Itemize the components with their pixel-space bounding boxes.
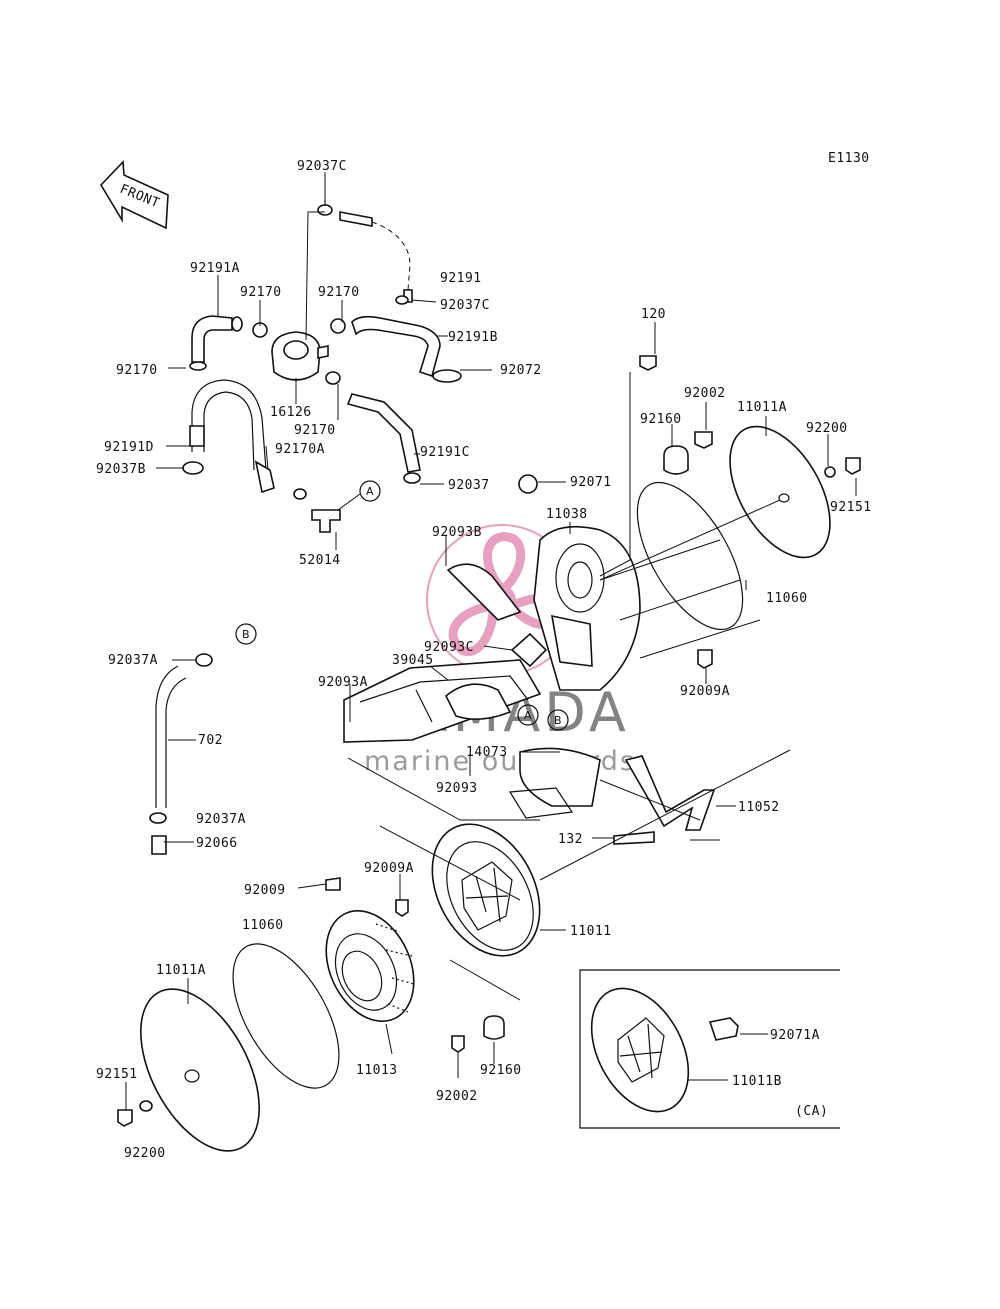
callout-92191a: 92191A bbox=[190, 261, 240, 276]
callout-92200-bottom: 92200 bbox=[124, 1146, 166, 1161]
hose-group bbox=[182, 200, 462, 533]
callout-92037c-mid: 92037C bbox=[440, 298, 490, 313]
callout-92009: 92009 bbox=[244, 883, 286, 898]
diagram-code: E1130 bbox=[828, 151, 870, 166]
callout-92037b: 92037B bbox=[96, 462, 146, 477]
callout-92160-bottom: 92160 bbox=[480, 1063, 522, 1078]
callout-92191: 92191 bbox=[440, 271, 482, 286]
leader-lines bbox=[125, 172, 857, 1110]
callout-92093c: 92093C bbox=[424, 640, 474, 655]
callout-92093a: 92093A bbox=[318, 675, 368, 690]
callout-11013: 11013 bbox=[356, 1063, 398, 1078]
callout-92002-bottom: 92002 bbox=[436, 1089, 478, 1104]
callout-92037: 92037 bbox=[448, 478, 490, 493]
callout-92093: 92093 bbox=[436, 781, 478, 796]
ca-variant-box: (CA) bbox=[579, 969, 840, 1129]
intake-assembly: A B A B bbox=[149, 355, 861, 855]
marker-a-mid: A bbox=[524, 709, 532, 722]
callout-92037a-bottom: 92037A bbox=[196, 812, 246, 827]
callout-92066: 92066 bbox=[196, 836, 238, 851]
callout-92037c-top: 92037C bbox=[297, 159, 347, 174]
callout-92093b: 92093B bbox=[432, 525, 482, 540]
callout-14073: 14073 bbox=[466, 745, 508, 760]
front-arrow-icon: FRONT bbox=[99, 160, 169, 230]
callout-92151-top: 92151 bbox=[830, 500, 872, 515]
callout-120: 120 bbox=[641, 307, 666, 322]
callout-92037a-top: 92037A bbox=[108, 653, 158, 668]
callout-16126: 16126 bbox=[270, 405, 312, 420]
callout-92170a: 92170A bbox=[275, 442, 325, 457]
callout-11011a-bottom: 11011A bbox=[156, 963, 206, 978]
callout-92002-top: 92002 bbox=[684, 386, 726, 401]
callout-11052: 11052 bbox=[738, 800, 780, 815]
callout-92071: 92071 bbox=[570, 475, 612, 490]
callout-92191c: 92191C bbox=[420, 445, 470, 460]
callout-92191b: 92191B bbox=[448, 330, 498, 345]
callout-132: 132 bbox=[558, 832, 583, 847]
callout-11060-bottom: 11060 bbox=[242, 918, 284, 933]
callout-92009a-bottom: 92009A bbox=[364, 861, 414, 876]
callout-92200-top: 92200 bbox=[806, 421, 848, 436]
callout-92071a: 92071A bbox=[770, 1028, 820, 1043]
callout-92151-bottom: 92151 bbox=[96, 1067, 138, 1082]
marker-b-mid: B bbox=[554, 714, 562, 727]
callout-92160-top: 92160 bbox=[640, 412, 682, 427]
callout-labels: 92037C 92191A 92170 92170 92191 92037C 9… bbox=[96, 159, 872, 1161]
callout-11011a-top: 11011A bbox=[737, 400, 787, 415]
callout-11011b: 11011B bbox=[732, 1074, 782, 1089]
marker-b-left: B bbox=[242, 628, 250, 641]
callout-92072: 92072 bbox=[500, 363, 542, 378]
callout-39045: 39045 bbox=[392, 653, 434, 668]
callout-92170-c: 92170 bbox=[116, 363, 158, 378]
callout-92170-b: 92170 bbox=[318, 285, 360, 300]
callout-11011: 11011 bbox=[570, 924, 612, 939]
callout-11038: 11038 bbox=[546, 507, 588, 522]
callout-52014: 52014 bbox=[299, 553, 341, 568]
marker-a-top: A bbox=[366, 485, 374, 498]
callout-92009a-top: 92009A bbox=[680, 684, 730, 699]
callout-702: 702 bbox=[198, 733, 223, 748]
callout-92170-d: 92170 bbox=[294, 423, 336, 438]
filter-assembly bbox=[117, 823, 541, 1152]
callout-11060-top: 11060 bbox=[766, 591, 808, 606]
ca-variant-label: (CA) bbox=[795, 1104, 828, 1119]
callout-92170-a: 92170 bbox=[240, 285, 282, 300]
callout-92191d: 92191D bbox=[104, 440, 154, 455]
